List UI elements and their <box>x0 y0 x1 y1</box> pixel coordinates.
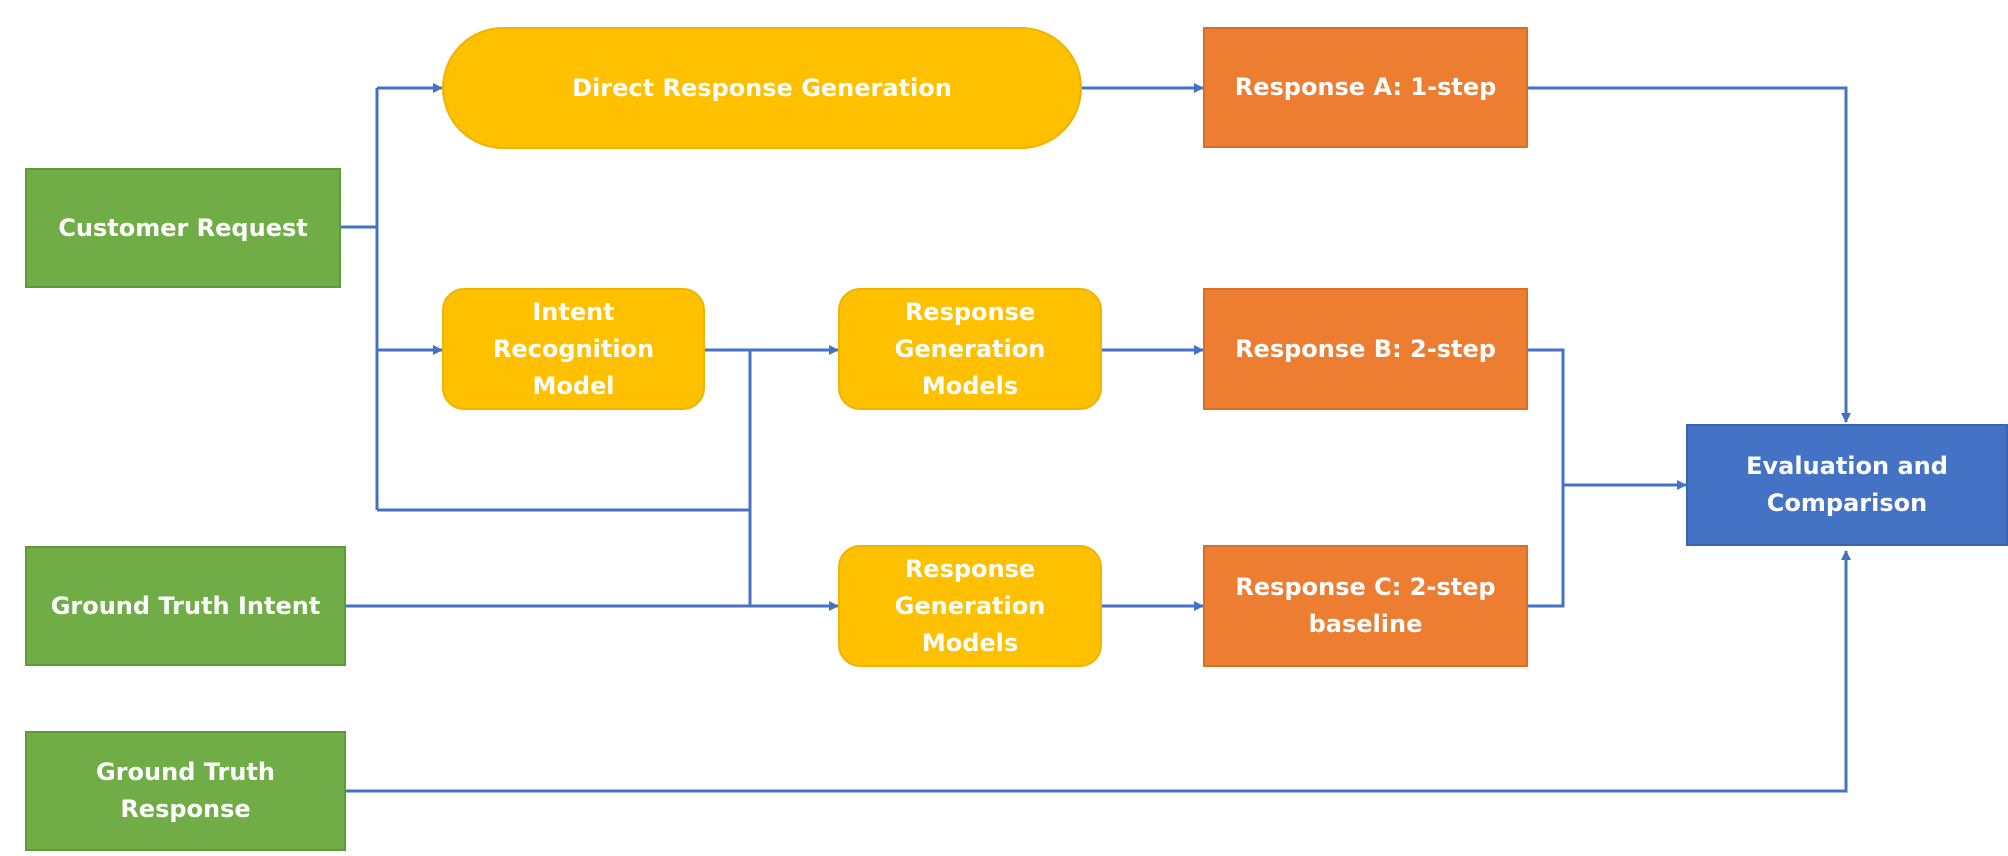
connector-ground-truth-response <box>346 550 1851 793</box>
intent-recognition-model-box: Intent Recognition Model <box>442 288 705 410</box>
response-b-box: Response B: 2-step <box>1203 288 1528 410</box>
response-generation-models-b-box: Response Generation Models <box>838 288 1102 410</box>
direct-response-generation-label: Direct Response Generation <box>572 73 952 102</box>
response-generation-models-c-label: Response Generation Models <box>894 554 1046 657</box>
connector-response-b-out <box>1528 348 1565 608</box>
response-generation-models-c-box: Response Generation Models <box>838 545 1102 667</box>
ground-truth-response-label: Ground Truth Response <box>96 758 275 823</box>
ground-truth-intent-box: Ground Truth Intent <box>25 546 346 666</box>
response-generation-models-b-label: Response Generation Models <box>894 297 1046 400</box>
ground-truth-intent-label: Ground Truth Intent <box>50 591 321 620</box>
response-a-label: Response A: 1-step <box>1234 73 1497 101</box>
connector-response-a-to-evaluation <box>1528 86 1851 423</box>
customer-request-box: Customer Request <box>25 168 341 288</box>
response-b-label: Response B: 2-step <box>1235 334 1496 363</box>
evaluation-comparison-label: Evaluation and Comparison <box>1746 452 1948 517</box>
response-a-box: Response A: 1-step <box>1203 27 1528 148</box>
evaluation-comparison-box: Evaluation and Comparison <box>1686 424 2008 546</box>
direct-response-generation-box: Direct Response Generation <box>442 27 1082 149</box>
response-c-label: Response C: 2-step baseline <box>1235 573 1496 638</box>
response-c-box: Response C: 2-step baseline <box>1203 545 1528 667</box>
customer-request-label: Customer Request <box>58 213 308 242</box>
ground-truth-response-box: Ground Truth Response <box>25 731 346 851</box>
intent-recognition-model-label: Intent Recognition Model <box>492 297 655 400</box>
